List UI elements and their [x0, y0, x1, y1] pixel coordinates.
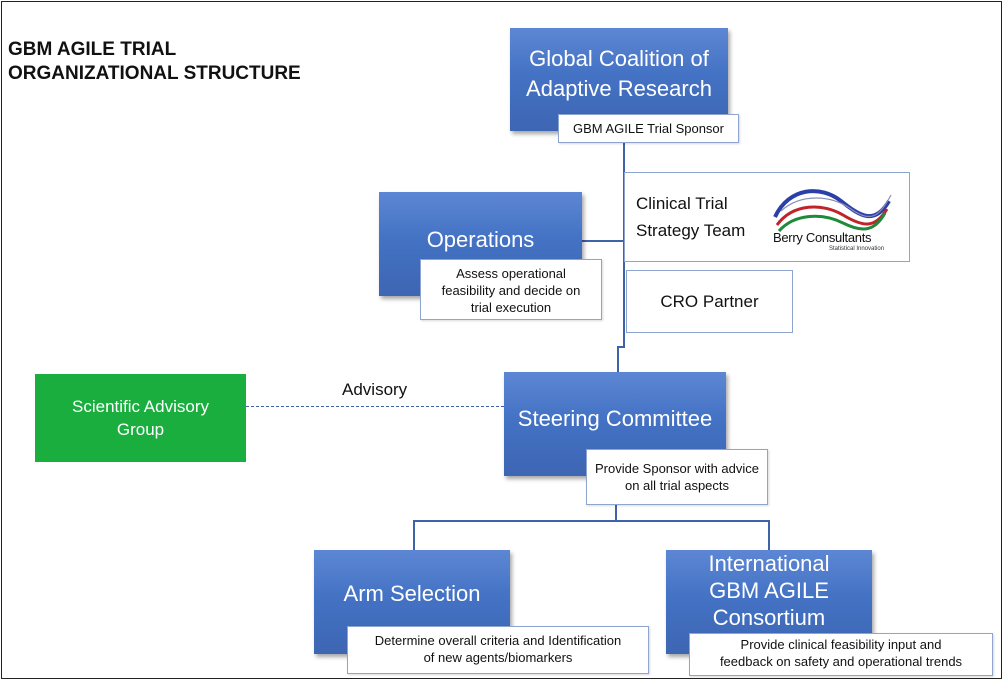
connector-branch-right: [768, 520, 770, 550]
node-operations-label: Operations: [426, 227, 535, 252]
node-steering-committee-label: Steering Committee: [517, 406, 713, 431]
connector-steering-down: [615, 505, 617, 521]
page-title: GBM AGILE TRIAL ORGANIZATIONAL STRUCTURE: [8, 38, 301, 86]
node-operations-description-line1: Assess operational: [456, 266, 566, 281]
logo-swoosh-red: [775, 205, 889, 226]
node-strategy-team-line1: Clinical Trial: [636, 194, 728, 213]
logo-swoosh-green: [777, 212, 887, 233]
node-sponsor-line2: Adaptive Research: [526, 76, 712, 101]
node-scientific-advisory-group: Scientific Advisory Group: [35, 374, 246, 462]
node-cro-partner: CRO Partner: [626, 270, 793, 333]
connector-advisory: [246, 406, 504, 407]
node-strategy-team-line2: Strategy Team: [636, 221, 746, 240]
node-operations-description-line3: trial execution: [470, 300, 552, 315]
node-cro-partner-label: CRO Partner: [660, 292, 759, 311]
node-sponsor-line1: Global Coalition of: [529, 46, 709, 71]
node-operations-description-line2: feasibility and decide on: [441, 283, 581, 298]
logo-text: Berry Consultants: [773, 230, 872, 245]
node-sponsor-description: GBM AGILE Trial Sponsor: [558, 114, 739, 143]
node-strategy-team: Clinical Trial Strategy Team Berry Consu…: [624, 172, 910, 262]
node-consortium-description-line1: Provide clinical feasibility input and: [740, 637, 942, 652]
connector-steering-stem: [617, 346, 619, 372]
page-title-line2: ORGANIZATIONAL STRUCTURE: [8, 63, 301, 84]
connector-to-steering: [617, 346, 625, 348]
berry-consultants-logo: [773, 189, 892, 233]
connector-branch-left: [413, 520, 415, 550]
node-consortium-line1: International: [708, 551, 830, 576]
node-steering-committee-description-line2: on all trial aspects: [624, 478, 730, 493]
logo-tagline: Statistical Innovation: [829, 246, 885, 252]
node-scientific-advisory-group-line2: Group: [116, 420, 165, 439]
connector-branch-horizontal: [413, 520, 770, 522]
node-steering-committee-description: Provide Sponsor with advice on all trial…: [586, 449, 768, 505]
node-arm-selection-label: Arm Selection: [343, 581, 481, 606]
page-title-line1: GBM AGILE TRIAL: [8, 39, 177, 60]
node-consortium-line2: GBM AGILE: [709, 578, 829, 603]
node-arm-selection-description-line1: Determine overall criteria and Identific…: [374, 633, 622, 648]
node-arm-selection-description: Determine overall criteria and Identific…: [347, 626, 649, 674]
node-scientific-advisory-group-line1: Scientific Advisory: [72, 397, 209, 416]
node-arm-selection-description-line2: of new agents/biomarkers: [423, 650, 573, 665]
advisory-link-label: Advisory: [342, 380, 408, 399]
connector-operations: [582, 240, 624, 242]
node-consortium-description-line2: feedback on safety and operational trend…: [719, 654, 963, 669]
node-steering-committee-description-line1: Provide Sponsor with advice: [594, 461, 760, 476]
node-operations-description: Assess operational feasibility and decid…: [420, 259, 602, 320]
node-consortium-line3: Consortium: [712, 605, 826, 630]
node-consortium-description: Provide clinical feasibility input and f…: [689, 633, 993, 676]
logo-swoosh-grey: [780, 194, 892, 218]
node-sponsor: Global Coalition of Adaptive Research: [510, 28, 728, 131]
